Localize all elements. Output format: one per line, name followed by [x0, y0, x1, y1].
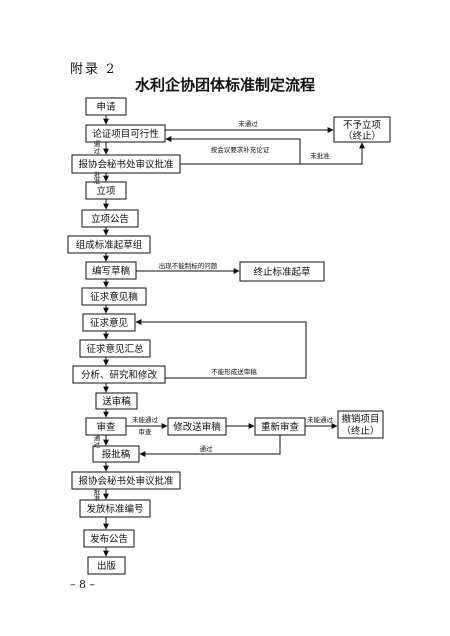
node-label: 分析、研究和修改 [81, 369, 158, 381]
node-label: 重新审查 [261, 421, 300, 433]
node-label: 报协会秘书处审议批准 [78, 159, 174, 171]
node-fabu: 发布公告 [83, 529, 135, 548]
node-zhengqiu: 征求意见 [82, 313, 136, 332]
arrow-fenxi-zhengqiu [135, 319, 307, 379]
edge-label-weipizhun: 未批准 [310, 151, 330, 160]
node-sublabel: （终止） [343, 130, 381, 142]
node-label: 申请 [96, 101, 116, 113]
edge-label-buchong: 按会议要求补充论证 [211, 145, 270, 154]
node-label: 论证项目可行性 [92, 128, 159, 140]
node-songshen: 送审稿 [95, 392, 138, 410]
node-label: 送审稿 [102, 396, 131, 408]
node-label: 立项公告 [91, 213, 129, 225]
edge-label-pizhun-1b: 准 [94, 176, 101, 185]
node-label: 征求意见 [90, 317, 128, 329]
node-label: 征求意见汇总 [86, 343, 144, 355]
node-label: 审查 [96, 421, 116, 433]
node-zucheng: 组成标准起草组 [67, 235, 151, 254]
node-lixiang-gonggao: 立项公告 [81, 209, 139, 228]
node-shencha: 审查 [85, 417, 127, 436]
edge-label-weitongguo: 未通过 [238, 119, 258, 128]
node-chexiao: 撤销项目 （终止） [337, 410, 384, 439]
edge-label-pizhun-2a: 批 [94, 487, 101, 496]
page-title: 水利企协团体标准制定流程 [134, 76, 315, 94]
node-huizong: 征求意见汇总 [79, 339, 151, 358]
node-label: 修改送审稿 [173, 421, 221, 433]
node-bianxie: 编写草稿 [85, 261, 137, 280]
node-chuban: 出版 [87, 556, 126, 575]
node-chongxin: 重新审查 [254, 417, 306, 436]
node-label: 报批稿 [102, 449, 131, 461]
node-bao-xieshu-2: 报协会秘书处审议批准 [71, 471, 181, 490]
node-lunzheng: 论证项目可行性 [85, 124, 166, 143]
node-lixiang: 立项 [85, 181, 127, 200]
node-fenxi: 分析、研究和修改 [72, 365, 166, 384]
node-shenqing: 申请 [85, 97, 127, 116]
edge-label-pizhun-2b: 准 [94, 493, 101, 502]
node-sublabel: （终止） [341, 425, 379, 437]
node-label: 立项 [96, 185, 116, 197]
edge-label-pizhun-1a: 批 [94, 170, 101, 179]
arrow-baoxieshu-buyu [180, 142, 365, 165]
node-label: 撤销项目 [341, 413, 379, 425]
node-buyu: 不予立项 （终止） [333, 116, 391, 143]
node-label: 终止标准起草 [253, 266, 310, 278]
node-label: 报协会秘书处审议批准 [78, 475, 174, 487]
edge-label-tongguo-5: 通过 [200, 444, 214, 453]
appendix-label: 附录 2 [70, 62, 117, 77]
node-baopi: 报批稿 [92, 445, 140, 463]
edge-label-chuxian: 出现不能制标的问题 [159, 261, 218, 270]
arrow-chongxin-baopi [139, 435, 281, 457]
edge-label-weineng-tongguo: 未能通过 [307, 415, 334, 424]
edge-label-tongguo-1: 通 [94, 139, 101, 148]
edge-label-buneng-xingcheng: 不能形成送审稿 [211, 367, 257, 376]
node-label: 出版 [97, 560, 117, 572]
edge-label-buneng-tongguo-1: 未能通过 [132, 415, 159, 424]
edge-label-tongguo-4: 过 [94, 440, 101, 449]
node-label: 组成标准起草组 [76, 239, 143, 251]
node-label: 发布公告 [90, 533, 128, 545]
page-number: – 8 – [70, 578, 95, 591]
arrow-buchong-lunzheng [165, 136, 301, 164]
node-label: 发放标准编号 [86, 503, 143, 515]
edge-label-buneng-tongguo-2: 审查 [139, 427, 153, 436]
edge-label-tongguo-3: 通 [94, 433, 101, 442]
node-xiugai: 修改送审稿 [167, 417, 227, 436]
node-zhongzhi: 终止标准起草 [239, 261, 325, 282]
node-zhengqiu-gao: 征求意见稿 [81, 287, 147, 306]
edge-label-tongguo-2: 过 [94, 146, 101, 155]
node-label: 不予立项 [343, 119, 382, 131]
node-fafang: 发放标准编号 [79, 499, 151, 518]
node-label: 征求意见稿 [90, 291, 138, 303]
node-bao-xieshu-1: 报协会秘书处审议批准 [71, 154, 181, 174]
node-label: 编写草稿 [92, 265, 131, 277]
